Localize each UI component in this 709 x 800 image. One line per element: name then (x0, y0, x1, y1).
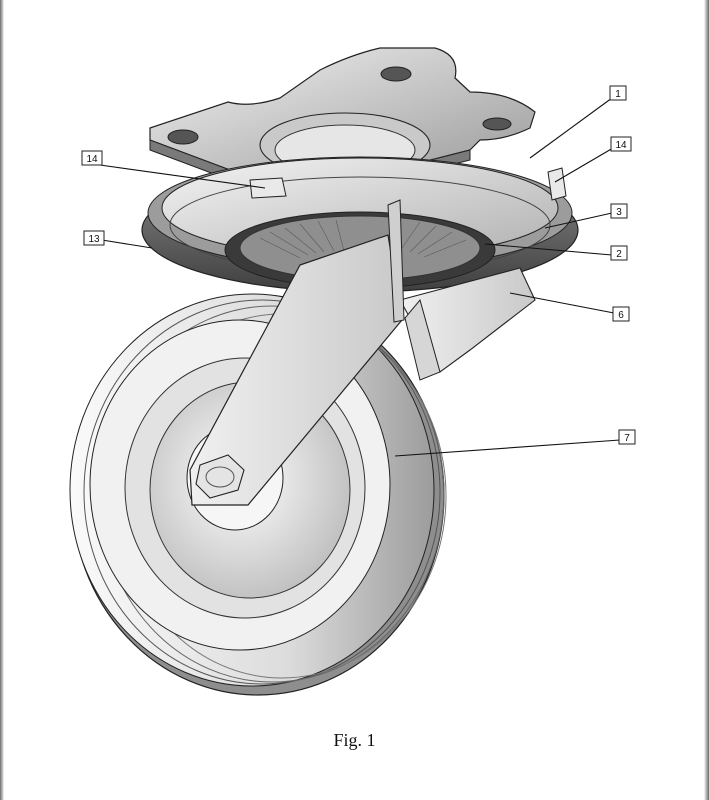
leader-3 (544, 212, 613, 229)
svg-text:14: 14 (615, 140, 627, 151)
callout-3: 3 (610, 203, 628, 219)
callout-14-left: 14 (81, 150, 103, 166)
callout-13: 13 (83, 230, 105, 246)
leader-14-left (99, 164, 266, 189)
svg-text:2: 2 (616, 249, 622, 260)
callout-2: 2 (610, 245, 628, 261)
svg-text:7: 7 (624, 433, 630, 444)
leader-2 (484, 243, 613, 256)
leader-13 (101, 239, 153, 249)
leader-14-right (554, 147, 614, 183)
figure-caption: Fig. 1 (333, 730, 376, 750)
callout-14-right: 14 (610, 136, 632, 152)
leader-6 (509, 292, 615, 314)
fork-arm (189, 199, 405, 506)
fork-bracket (399, 267, 536, 381)
callout-6: 6 (612, 306, 630, 322)
bristle-lines (259, 219, 467, 259)
svg-text:13: 13 (88, 234, 100, 245)
svg-text:1: 1 (615, 89, 621, 100)
page-edge-left (0, 0, 4, 800)
svg-text:6: 6 (618, 310, 624, 321)
axle-nut (195, 454, 245, 499)
svg-text:3: 3 (616, 207, 622, 218)
leader-1 (529, 97, 613, 159)
leader-lines (99, 97, 621, 457)
svg-text:14: 14 (86, 154, 98, 165)
callout-1: 1 (609, 85, 627, 101)
callout-7: 7 (618, 429, 636, 445)
leader-7 (394, 439, 621, 457)
page-edge-right (704, 0, 709, 800)
